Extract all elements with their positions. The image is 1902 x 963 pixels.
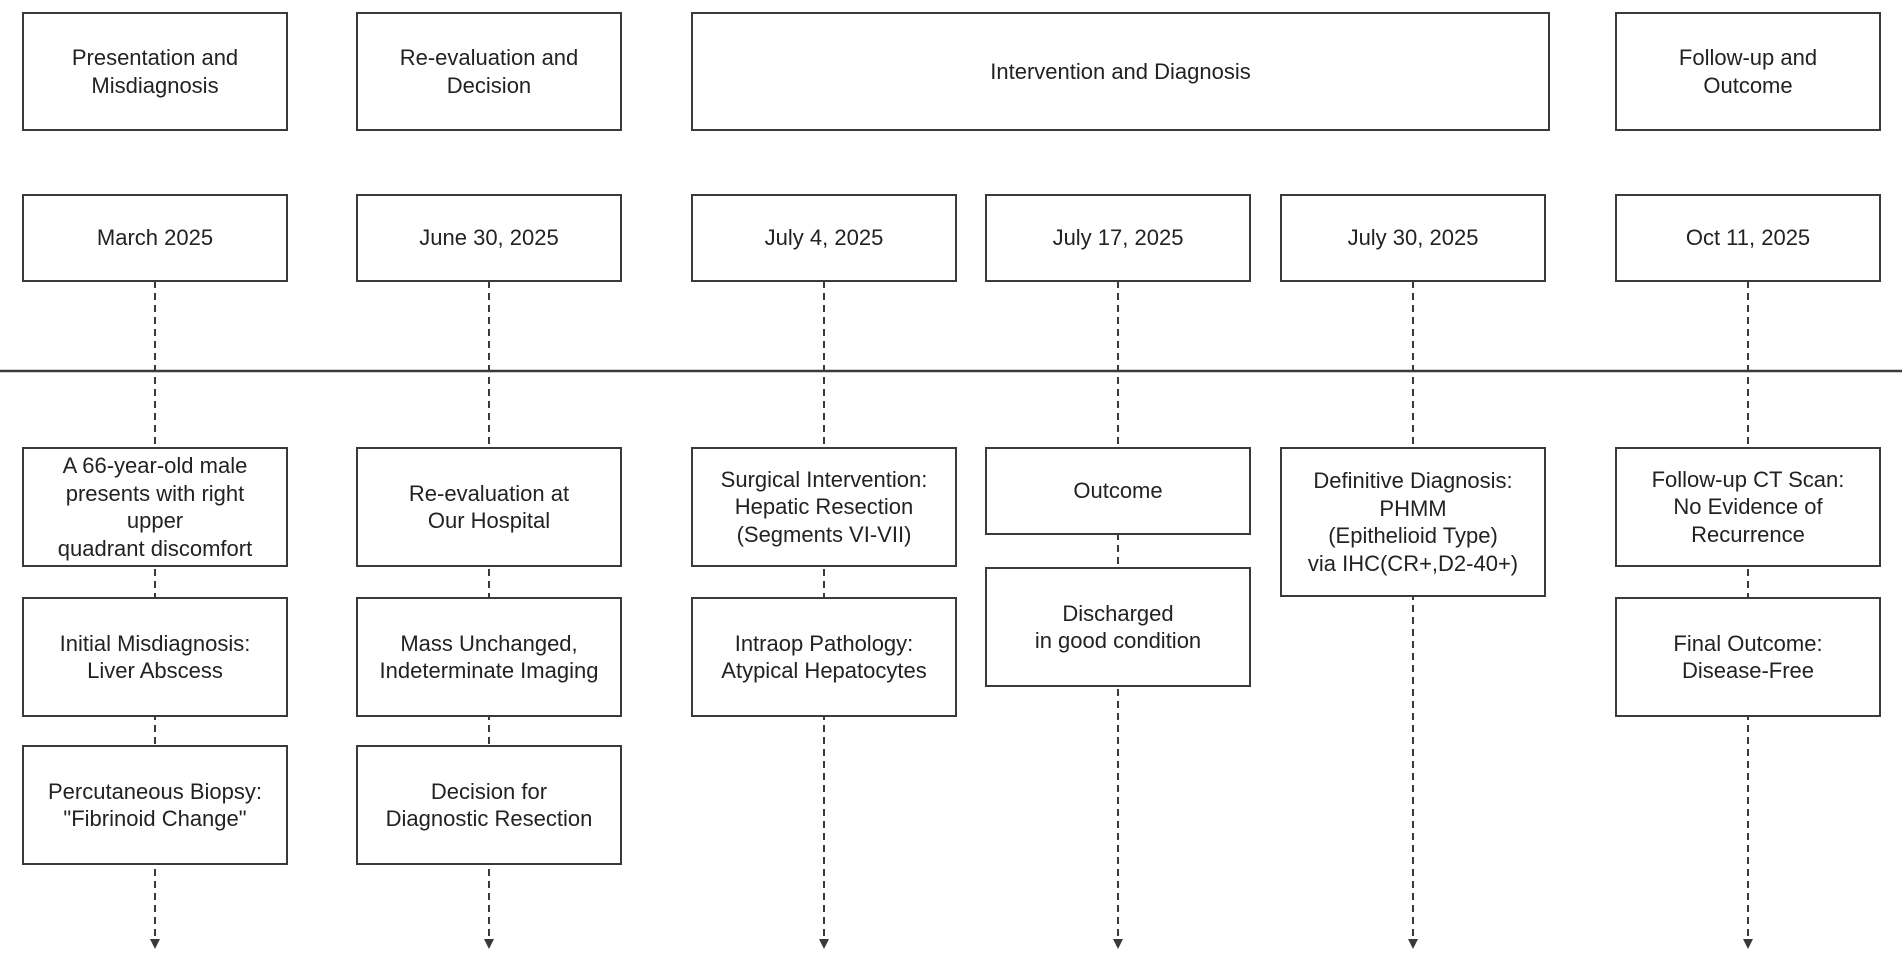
- date-box: March 2025: [22, 194, 288, 282]
- event-outcome: Outcome: [985, 447, 1251, 535]
- event-final-outcome: Final Outcome: Disease-Free: [1615, 597, 1881, 717]
- event-intraop-pathology: Intraop Pathology: Atypical Hepatocytes: [691, 597, 957, 717]
- phase-intervention: Intervention and Diagnosis: [691, 12, 1550, 131]
- event-biopsy: Percutaneous Biopsy: "Fibrinoid Change": [22, 745, 288, 865]
- event-definitive-diagnosis: Definitive Diagnosis: PHMM (Epithelioid …: [1280, 447, 1546, 597]
- event-misdiagnosis: Initial Misdiagnosis: Liver Abscess: [22, 597, 288, 717]
- event-followup-ct: Follow-up CT Scan: No Evidence of Recurr…: [1615, 447, 1881, 567]
- date-box: June 30, 2025: [356, 194, 622, 282]
- date-box: July 30, 2025: [1280, 194, 1546, 282]
- event-reevaluation: Re-evaluation at Our Hospital: [356, 447, 622, 567]
- event-discharged: Discharged in good condition: [985, 567, 1251, 687]
- phase-followup: Follow-up and Outcome: [1615, 12, 1881, 131]
- date-box: July 17, 2025: [985, 194, 1251, 282]
- date-box: July 4, 2025: [691, 194, 957, 282]
- event-imaging: Mass Unchanged, Indeterminate Imaging: [356, 597, 622, 717]
- phase-reevaluation: Re-evaluation and Decision: [356, 12, 622, 131]
- event-presentation: A 66-year-old male presents with right u…: [22, 447, 288, 567]
- phase-presentation: Presentation and Misdiagnosis: [22, 12, 288, 131]
- event-decision: Decision for Diagnostic Resection: [356, 745, 622, 865]
- event-surgery: Surgical Intervention: Hepatic Resection…: [691, 447, 957, 567]
- date-box: Oct 11, 2025: [1615, 194, 1881, 282]
